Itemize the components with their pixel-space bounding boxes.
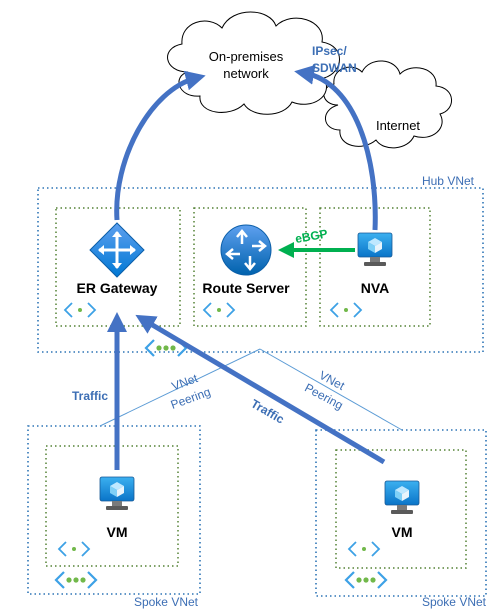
spoke-vnet-right-boundary: [315, 429, 487, 597]
vm-right-label: VM: [392, 524, 413, 540]
vnet-icon: [54, 570, 98, 590]
subnet-icon: [330, 302, 362, 318]
vnet-icon: [344, 570, 388, 590]
ebgp-label: eBGP: [294, 226, 329, 245]
on-premises-label-line1: On-premises: [209, 49, 284, 64]
subnet-icon: [58, 541, 90, 557]
hub-vnet-label: Hub VNet: [422, 174, 475, 188]
er-gateway-icon: [89, 222, 145, 278]
vm-icon: [357, 232, 393, 267]
on-premises-cloud: On-premises network: [167, 11, 340, 115]
internet-label: Internet: [376, 118, 420, 133]
spoke-vnet-left-boundary: [27, 425, 201, 595]
spoke-vnet-right-label: Spoke VNet: [422, 595, 487, 609]
route-server-label: Route Server: [202, 280, 290, 296]
nva-to-onprem-arrow: [294, 64, 378, 231]
on-premises-label-line2: network: [223, 66, 269, 81]
vm-icon: [384, 480, 420, 515]
route-server-subnet: [193, 207, 307, 327]
hub-vnet-boundary: [37, 187, 484, 353]
nva-label: NVA: [361, 280, 390, 296]
er-gateway-label: ER Gateway: [77, 280, 158, 296]
traffic-left-label: Traffic: [72, 389, 108, 403]
spoke-vnet-left-label: Spoke VNet: [134, 595, 199, 609]
ipsec-label-line2: SDWAN: [312, 61, 357, 75]
er-to-onprem-arrow: [114, 70, 206, 221]
traffic-right-arrow: [135, 314, 386, 465]
route-server-icon: [220, 224, 272, 276]
peering-line-right: [259, 348, 403, 431]
vm-left-label: VM: [107, 524, 128, 540]
spoke-right-subnet: [335, 449, 467, 569]
subnet-icon: [64, 302, 96, 318]
internet-cloud: Internet: [323, 60, 452, 149]
ipsec-label-line1: IPsec/: [312, 44, 347, 58]
subnet-icon: [203, 302, 235, 318]
vm-icon: [99, 476, 135, 511]
peering-line-left: [99, 348, 261, 427]
subnet-icon: [348, 541, 380, 557]
